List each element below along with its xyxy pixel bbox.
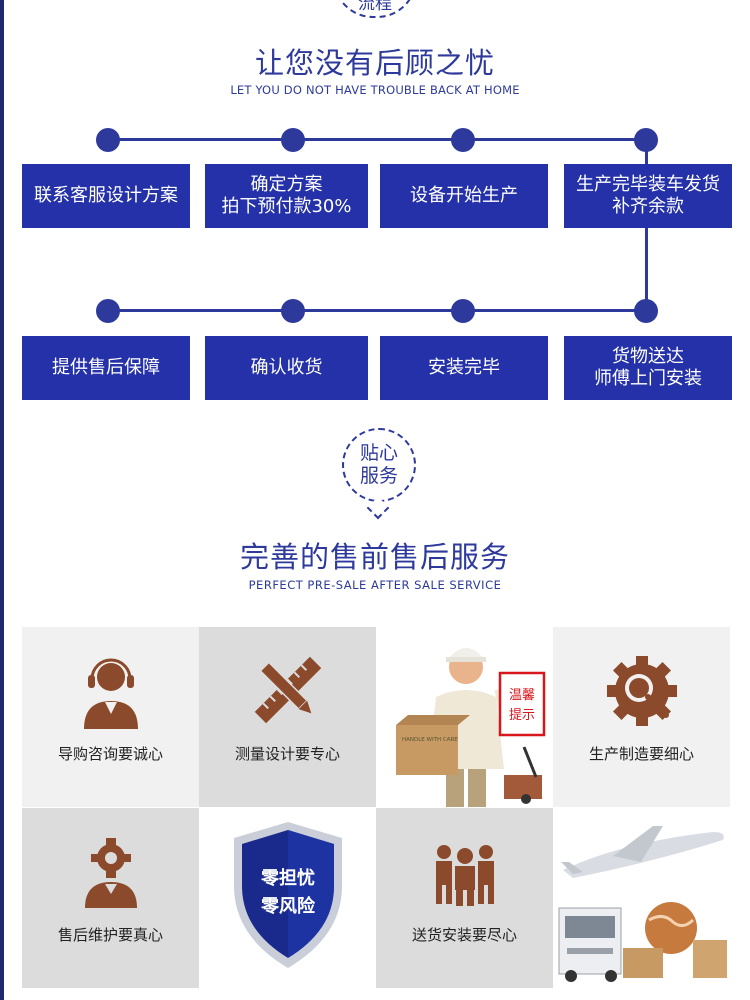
sign-line1: 温馨 — [509, 687, 535, 703]
service-label: 导购咨询要诚心 — [57, 745, 163, 763]
process-step-text: 设备开始生产 — [410, 185, 518, 206]
shield-line2: 零风险 — [260, 895, 316, 917]
process-step-1: 联系客服设计方案 — [22, 164, 190, 228]
process-step-2: 确定方案 拍下预付款30% — [205, 164, 368, 228]
delivery-man-illustration: HANDLE WITH CARE 温馨 提示 — [396, 648, 546, 807]
process-step-text: 拍下预付款30% — [221, 196, 352, 217]
service-badge-line: 贴心 — [359, 442, 398, 464]
shield-icon: 零担忧 零风险 — [234, 822, 342, 968]
timeline-dot — [281, 128, 305, 152]
process-step-3: 设备开始生产 — [380, 164, 548, 228]
service-label: 售后维护要真心 — [57, 926, 163, 944]
gear-magnifier-icon — [606, 656, 677, 726]
gear-person-icon — [84, 838, 137, 908]
process-step-text: 提供售后保障 — [52, 357, 160, 378]
shield-line1: 零担忧 — [260, 867, 315, 889]
process-step-4: 生产完毕装车发货 补齐余款 — [564, 164, 732, 228]
service-label: 测量设计要专心 — [234, 745, 340, 763]
box-label: HANDLE WITH CARE — [402, 737, 458, 743]
service-cell-delivery: 送货安装要尽心 — [376, 808, 553, 988]
timeline-dot — [634, 299, 658, 323]
process-subtitle: LET YOU DO NOT HAVE TROUBLE BACK AT HOME — [230, 83, 520, 97]
service-cell-production: 生产制造要细心 — [553, 627, 730, 807]
process-step-text: 安装完毕 — [428, 357, 500, 378]
service-badge-line: 服务 — [359, 465, 398, 487]
timeline-dot — [634, 128, 658, 152]
process-step-text: 师傅上门安装 — [594, 368, 702, 389]
process-step-text: 联系客服设计方案 — [34, 185, 178, 206]
service-title: 完善的售前售后服务 — [239, 540, 510, 574]
ruler-pencil-icon — [254, 656, 321, 724]
process-step-6: 安装完毕 — [380, 336, 548, 400]
service-subtitle: PERFECT PRE-SALE AFTER SALE SERVICE — [248, 578, 502, 592]
process-step-8: 提供售后保障 — [22, 336, 190, 400]
process-step-5: 货物送达 师傅上门安装 — [564, 336, 732, 400]
service-badge: 贴心 服务 — [342, 428, 416, 502]
service-label: 生产制造要细心 — [588, 745, 694, 763]
service-cell-shield: 零担忧 零风险 — [199, 808, 376, 988]
service-label: 送货安装要尽心 — [411, 926, 517, 944]
process-step-7: 确认收货 — [205, 336, 368, 400]
timeline-line-bottom — [108, 309, 646, 312]
service-grid: 导购咨询要诚心 测量设计要专心 — [22, 627, 730, 988]
process-badge-label: 流程 — [358, 0, 392, 14]
timeline-dot — [281, 299, 305, 323]
process-step-text: 生产完毕装车发货 — [576, 174, 720, 195]
headset-person-icon — [83, 658, 138, 729]
process-title: 让您没有后顾之忧 — [254, 46, 495, 80]
process-step-text: 补齐余款 — [612, 196, 684, 217]
timeline-dot — [451, 299, 475, 323]
process-step-text: 确认收货 — [250, 357, 323, 378]
timeline-dot — [451, 128, 475, 152]
process-step-text: 确定方案 — [250, 174, 323, 195]
process-step-text: 货物送达 — [612, 346, 684, 367]
process-badge: 流程 — [333, 0, 417, 18]
timeline-line-top — [108, 138, 646, 141]
service-cell-aftersale: 售后维护要真心 — [22, 808, 199, 988]
group-people-icon — [435, 845, 494, 906]
service-cell-measure: 测量设计要专心 — [199, 627, 376, 807]
left-edge-bar — [0, 0, 4, 1000]
delivery-man-photo: HANDLE WITH CARE 温馨 提示 — [376, 627, 553, 807]
sign-line2: 提示 — [509, 707, 535, 723]
timeline-dot — [96, 128, 120, 152]
timeline-dot — [96, 299, 120, 323]
logistics-illustration — [558, 826, 727, 982]
service-cell-consult: 导购咨询要诚心 — [22, 627, 199, 807]
logistics-photo — [553, 808, 730, 988]
